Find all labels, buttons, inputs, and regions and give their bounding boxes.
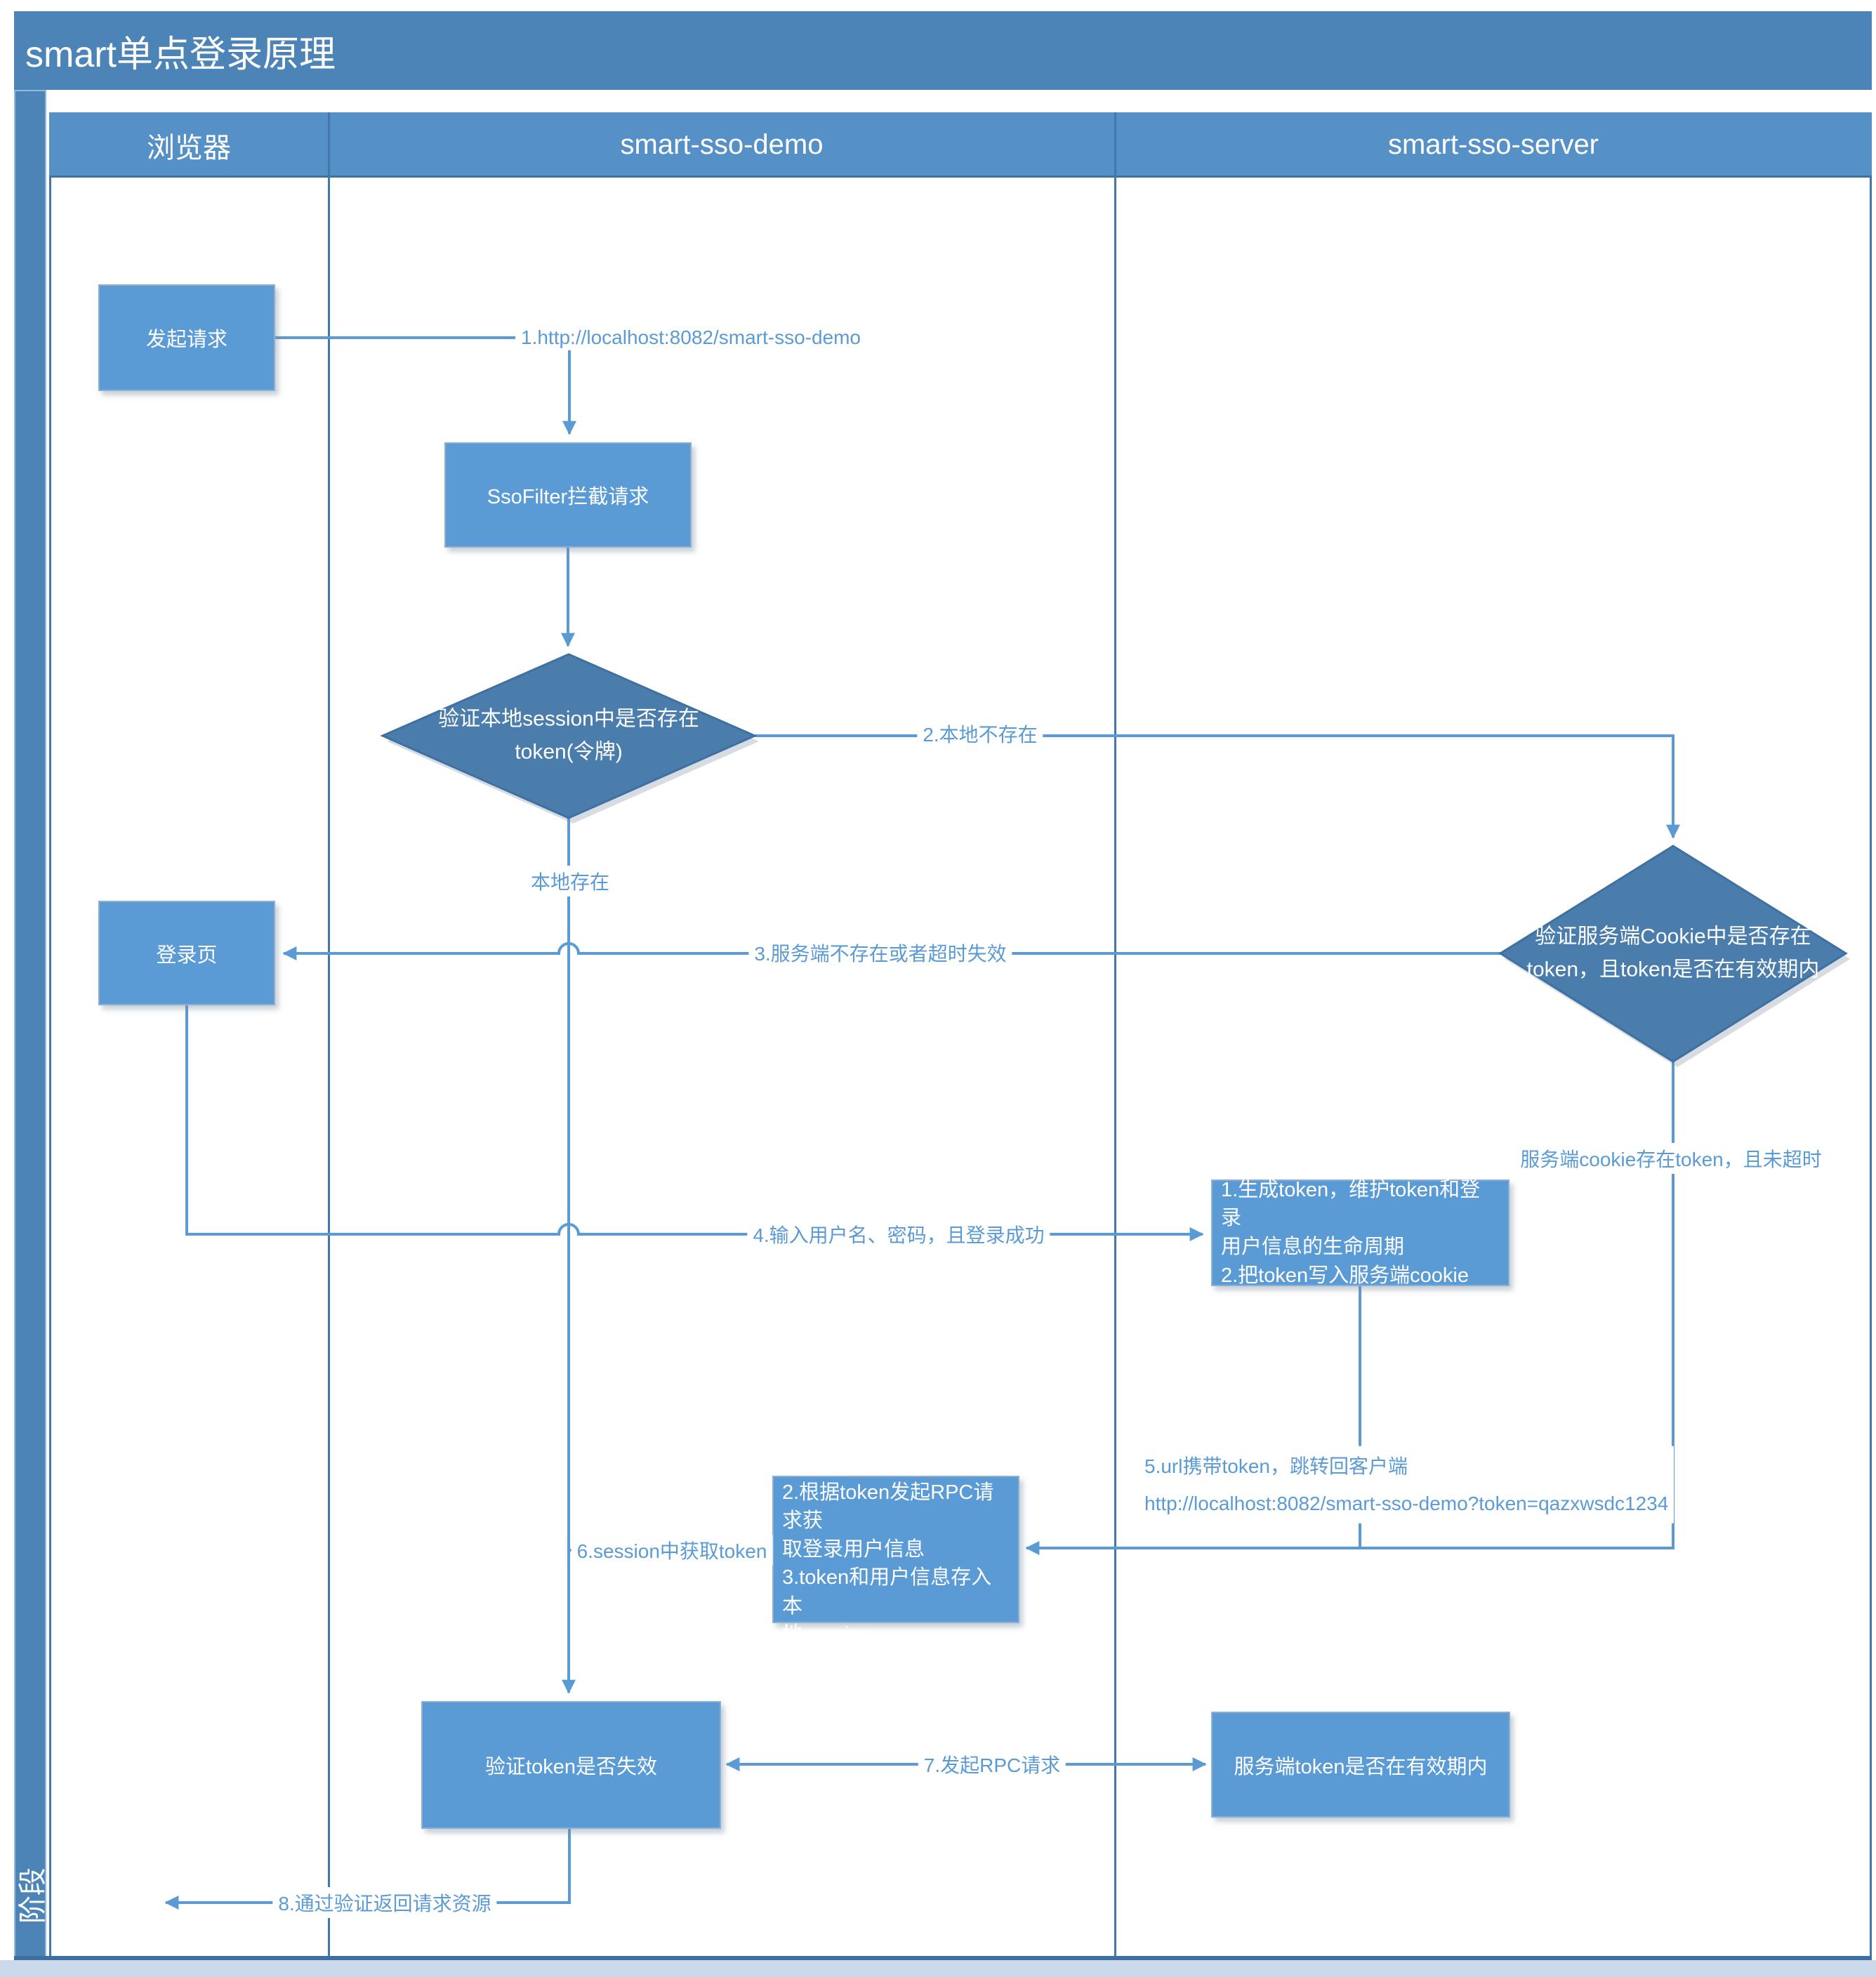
edge-label-5: 5.url携带token，跳转回客户端 http://localhost:808… [1139,1446,1674,1524]
lane-header-sso-demo: smart-sso-demo [329,112,1115,178]
lane-header-row [49,112,1872,178]
server-cookie-diamond [1498,845,1848,1063]
diagram-title-bar: smart单点登录原理 [14,11,1872,90]
node-server-cookie-check-label: 验证服务端Cookie中是否存在 token，且token是否在有效期内 [1526,925,1820,981]
phase-band [14,90,46,1959]
edge-4-login-success [185,1005,1204,1241]
edge-3-to-login [282,942,1500,960]
node-ssofilter-box: SsoFilter拦截请求 [444,442,692,548]
node-generate-token-box: 1.生成token，维护token和登录 用户信息的生命周期 2.把token写… [1211,1179,1510,1287]
edge-1-request [275,336,576,435]
node-request-label: 发起请求 [145,329,227,351]
node-login-page-box: 登录页 [98,901,275,1005]
lane-divider-2 [1114,112,1116,1959]
edge-label-2: 2.本地不存在 [917,718,1043,749]
node-local-session-check-label: 验证本地session中是否存在 token(令牌) [438,707,699,764]
node-verify-token-label: 验证token是否失效 [485,1756,657,1778]
diagram-title: smart单点登录原理 [25,34,336,75]
local-session-diamond [380,653,758,819]
edge-label-cookie-valid: 服务端cookie存在token，且未超时 [1514,1143,1828,1174]
node-verify-token-box: 验证token是否失效 [421,1701,721,1829]
edge-label-local-exists: 本地存在 [524,866,616,897]
node-login-page-label: 登录页 [156,944,218,967]
node-parse-token-box: 1.url地址解析token 2.根据token发起RPC请求获 取登录用户信息… [772,1453,1019,1646]
page-bottom-strip [0,1960,1876,1977]
node-server-token-valid-box: 服务端token是否在有效期内 [1211,1712,1510,1818]
edge-label-7: 7.发起RPC请求 [918,1749,1066,1780]
node-request-box: 发起请求 [98,284,275,391]
edge-label-3: 3.服务端不存在或者超时失效 [748,937,1012,968]
lane-header-browser: 浏览器 [49,112,329,178]
lane-header-sso-server-label: smart-sso-server [1387,129,1599,160]
edge-label-6: 6.session中获取token [571,1535,773,1566]
edge-label-4: 4.输入用户名、密码，且登录成功 [747,1219,1050,1250]
lane-header-sso-server: smart-sso-server [1115,112,1872,178]
edge-label-1: 1.http://localhost:8082/smart-sso-demo [515,325,867,350]
frame-bottom-border [14,1956,1872,1960]
edge-label-8: 8.通过验证返回请求资源 [272,1887,497,1918]
edge-2-not-local [755,734,1680,839]
edge-5-redirect [1025,1062,1674,1555]
node-ssofilter-label: SsoFilter拦截请求 [487,486,649,508]
node-server-token-valid-label: 服务端token是否在有效期内 [1234,1755,1488,1778]
lane-header-sso-demo-label: smart-sso-demo [620,129,824,160]
lane-divider-1 [328,112,330,1959]
lane-header-browser-label: 浏览器 [147,132,231,164]
